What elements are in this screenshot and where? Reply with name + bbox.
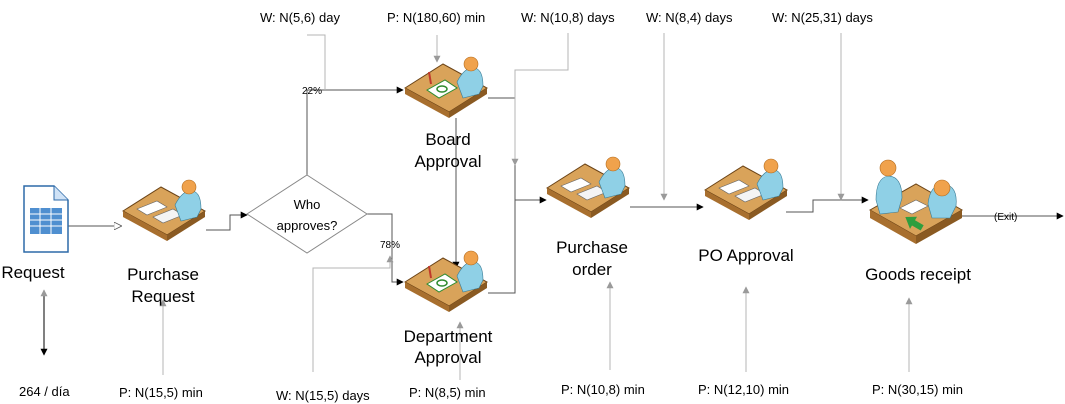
board-approval-label-line2: Approval (414, 152, 481, 171)
department-approval-label-line1: Department (404, 327, 493, 346)
goods-receipt-label: Goods receipt (865, 265, 971, 284)
goods-receipt-workstation-icon (868, 159, 964, 244)
request-label: Request (1, 263, 65, 282)
purchase-request-label-line1: Purchase (127, 265, 199, 284)
decision-diamond (246, 174, 368, 254)
purchase-order-workstation-icon (546, 156, 630, 219)
department-approval-label-line2: Approval (414, 348, 481, 367)
timing-lines (40, 33, 913, 380)
purchase-request-label-line2: Request (131, 287, 195, 306)
department-to-purchase-order-line (488, 200, 516, 294)
request-document-icon (23, 185, 69, 253)
department-approval-workstation-icon (404, 250, 488, 313)
board-wait-time: W: N(5,6) day (260, 10, 340, 25)
purchase-order-process-time: P: N(10,8) min (561, 382, 645, 397)
po-approval-label: PO Approval (698, 246, 793, 265)
decision-label-line2: approves? (277, 218, 338, 233)
board-to-purchase-order-arrow (488, 97, 547, 204)
po-approval-wait-time: W: N(8,4) days (646, 10, 733, 25)
arrival-rate: 264 / día (19, 384, 70, 399)
department-process-time: P: N(8,5) min (409, 385, 486, 400)
board-branch-percentage: 22% (302, 86, 322, 97)
decision-to-department-arrow (367, 213, 404, 286)
board-wait-line (307, 34, 326, 90)
po-approval-to-goods-receipt-arrow (786, 196, 869, 213)
purchase-order-wait-time: W: N(10,8) days (521, 10, 615, 25)
purchase-order-label-line1: Purchase (556, 238, 628, 257)
purchase-order-wait-line (511, 33, 569, 166)
department-branch-percentage: 78% (380, 240, 400, 251)
purchase-request-workstation-icon (122, 179, 206, 242)
goods-receipt-wait-time: W: N(25,31) days (772, 10, 873, 25)
processing-time-labels: P: N(180,60) min P: N(15,5) min P: N(8,5… (119, 10, 963, 400)
decision-label-line1: Who (294, 197, 321, 212)
department-wait-line (312, 255, 394, 372)
board-approval-label-line1: Board (425, 130, 470, 149)
purchase-request-to-decision-arrow (206, 211, 248, 231)
exit-label: (Exit) (994, 212, 1017, 223)
goods-receipt-process-time: P: N(30,15) min (872, 382, 963, 397)
purchase-order-label-line2: order (572, 260, 612, 279)
board-process-time: P: N(180,60) min (387, 10, 485, 25)
po-approval-process-time: P: N(12,10) min (698, 382, 789, 397)
node-labels: Request Purchase Request Who approves? B… (1, 130, 1017, 367)
board-approval-workstation-icon (404, 56, 488, 119)
purchase-request-process-time: P: N(15,5) min (119, 385, 203, 400)
department-wait-time: W: N(15,5) days (276, 388, 370, 403)
waiting-time-labels: W: N(5,6) day W: N(15,5) days W: N(10,8)… (260, 10, 873, 403)
decision-to-board-arrow (306, 86, 404, 175)
po-approval-workstation-icon (704, 158, 788, 221)
branch-percentages: 22% 78% (302, 86, 400, 251)
